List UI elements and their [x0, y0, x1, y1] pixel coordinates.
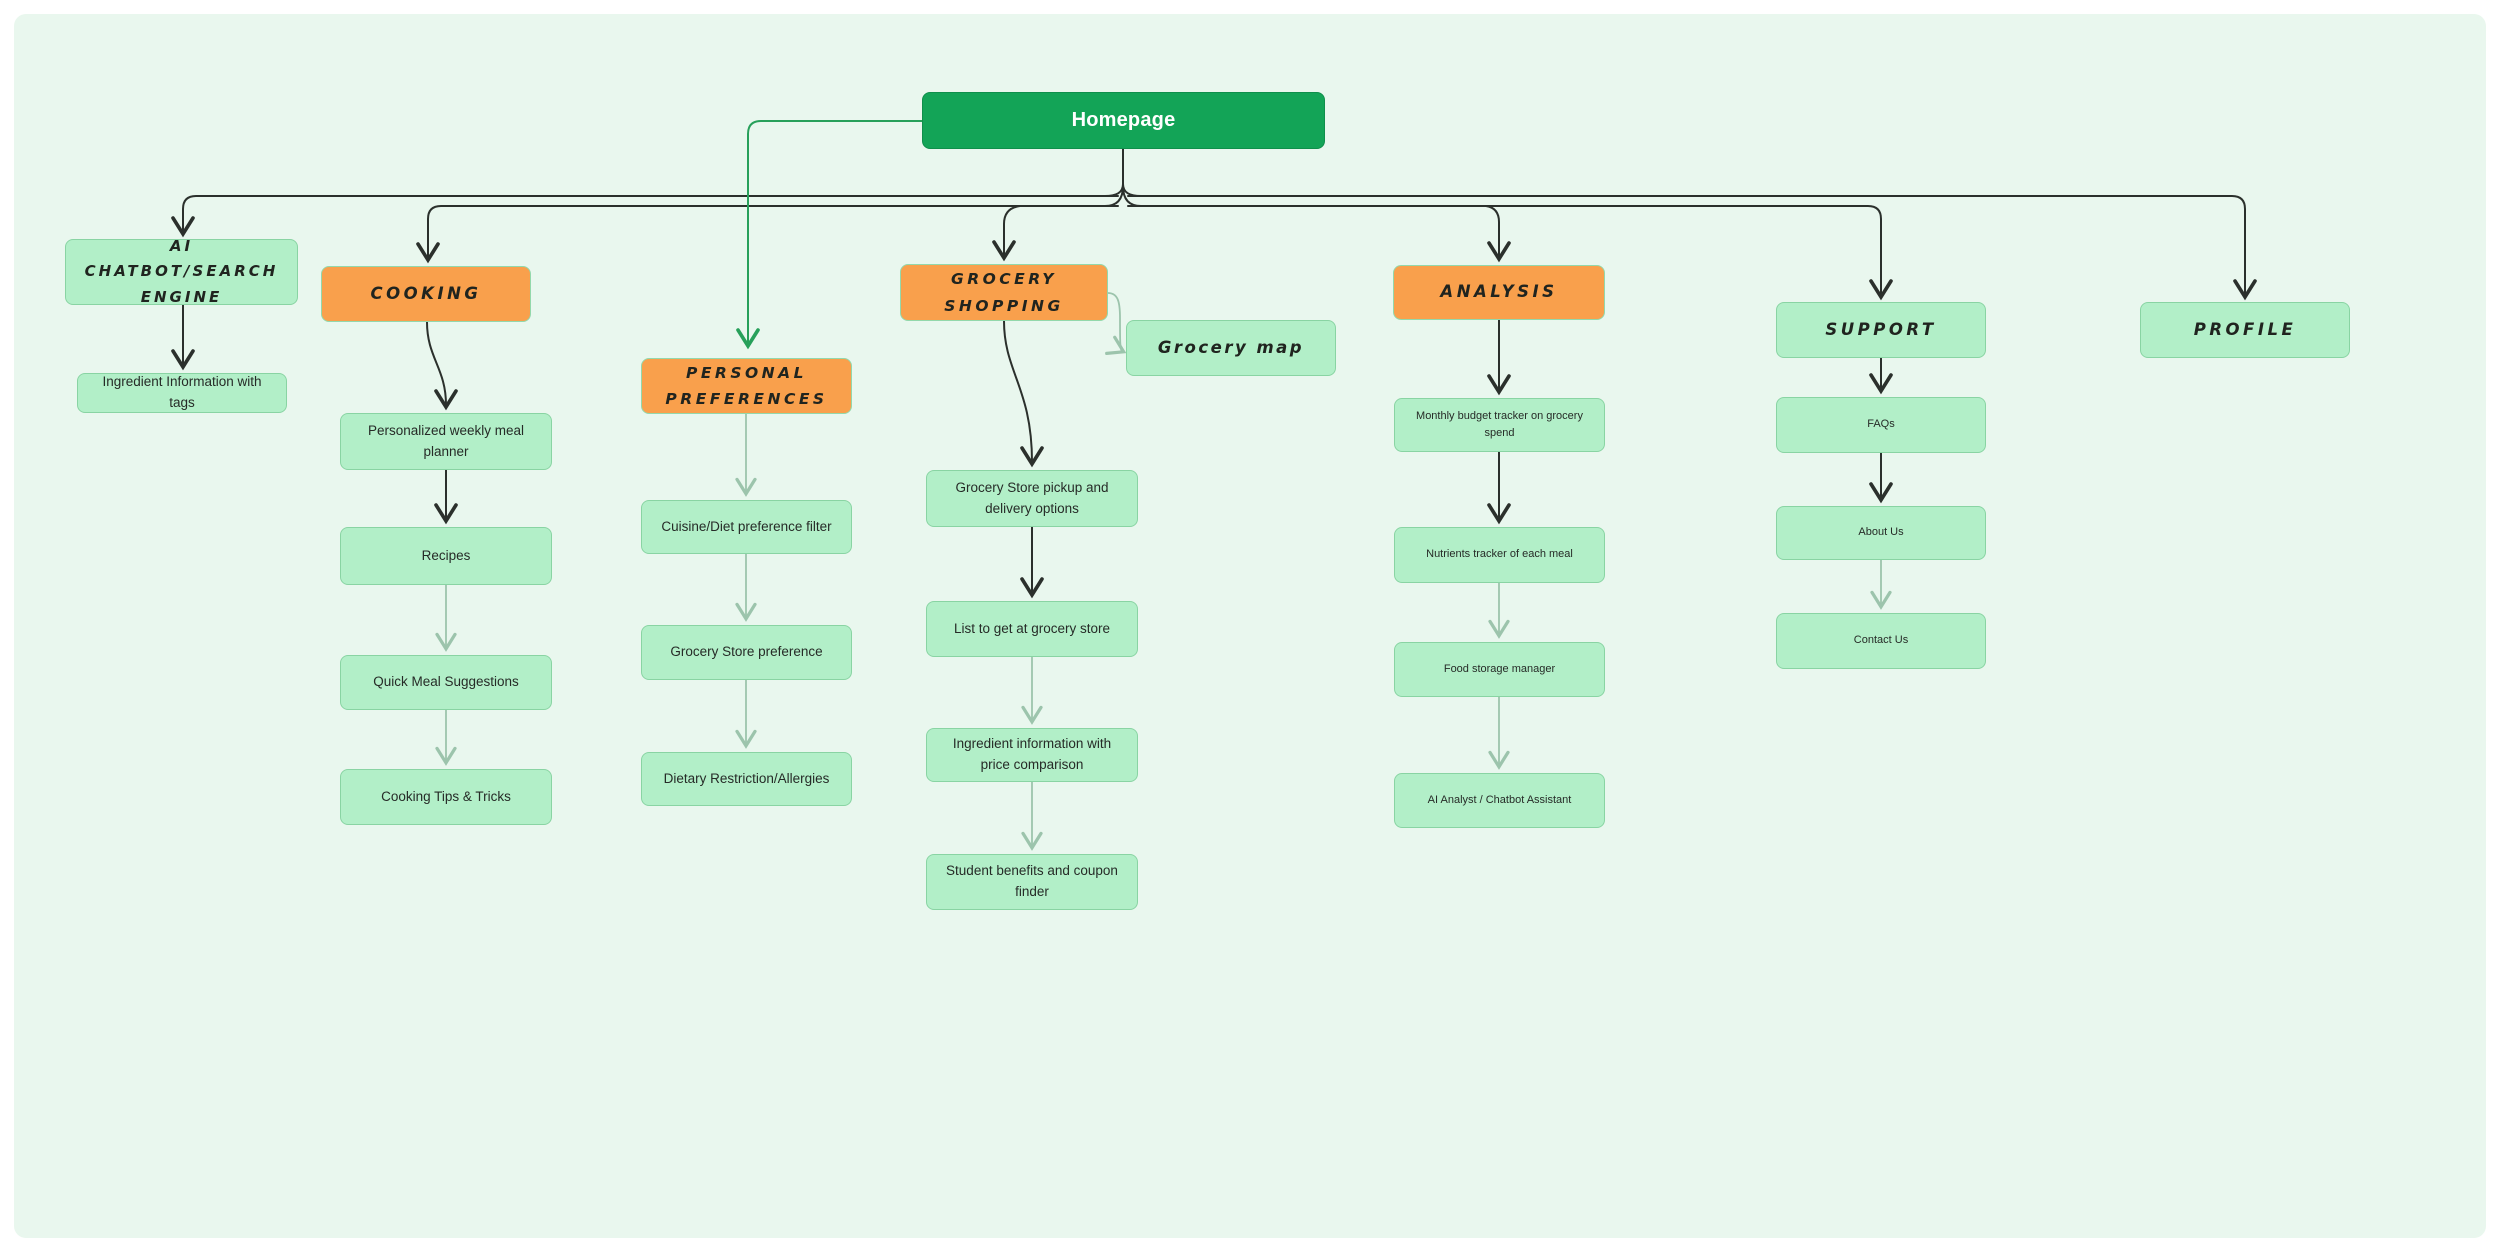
node-personal-preferences[interactable]: PERSONAL PREFERENCES [641, 358, 852, 414]
node-cooking[interactable]: COOKING [321, 266, 531, 322]
node-contact-us[interactable]: Contact Us [1776, 613, 1986, 669]
node-budget-tracker[interactable]: Monthly budget tracker on grocery spend [1394, 398, 1605, 452]
node-pickup-delivery[interactable]: Grocery Store pickup and delivery option… [926, 470, 1138, 527]
node-cooking-tips[interactable]: Cooking Tips & Tricks [340, 769, 552, 825]
node-faqs[interactable]: FAQs [1776, 397, 1986, 453]
node-food-storage[interactable]: Food storage manager [1394, 642, 1605, 697]
node-homepage[interactable]: Homepage [922, 92, 1325, 149]
node-store-preference[interactable]: Grocery Store preference [641, 625, 852, 680]
node-grocery-map[interactable]: Grocery map [1126, 320, 1336, 376]
node-profile[interactable]: PROFILE [2140, 302, 2350, 358]
diagram-canvas[interactable] [14, 14, 2486, 1238]
node-nutrients-tracker[interactable]: Nutrients tracker of each meal [1394, 527, 1605, 583]
node-grocery-shopping[interactable]: GROCERY SHOPPING [900, 264, 1108, 321]
node-ingredient-tags[interactable]: Ingredient Information with tags [77, 373, 287, 413]
node-student-benefits[interactable]: Student benefits and coupon finder [926, 854, 1138, 910]
node-support[interactable]: SUPPORT [1776, 302, 1986, 358]
node-recipes[interactable]: Recipes [340, 527, 552, 585]
node-ai-chatbot[interactable]: AI CHATBOT/SEARCH ENGINE [65, 237, 298, 306]
node-quick-meal[interactable]: Quick Meal Suggestions [340, 655, 552, 710]
node-price-comparison[interactable]: Ingredient information with price compar… [926, 728, 1138, 782]
node-about-us[interactable]: About Us [1776, 506, 1986, 560]
node-meal-planner[interactable]: Personalized weekly meal planner [340, 413, 552, 470]
node-cuisine-filter[interactable]: Cuisine/Diet preference filter [641, 500, 852, 554]
node-grocery-list[interactable]: List to get at grocery store [926, 601, 1138, 657]
node-ai-analyst[interactable]: AI Analyst / Chatbot Assistant [1394, 773, 1605, 828]
node-dietary[interactable]: Dietary Restriction/Allergies [641, 752, 852, 806]
node-analysis[interactable]: ANALYSIS [1393, 265, 1605, 320]
